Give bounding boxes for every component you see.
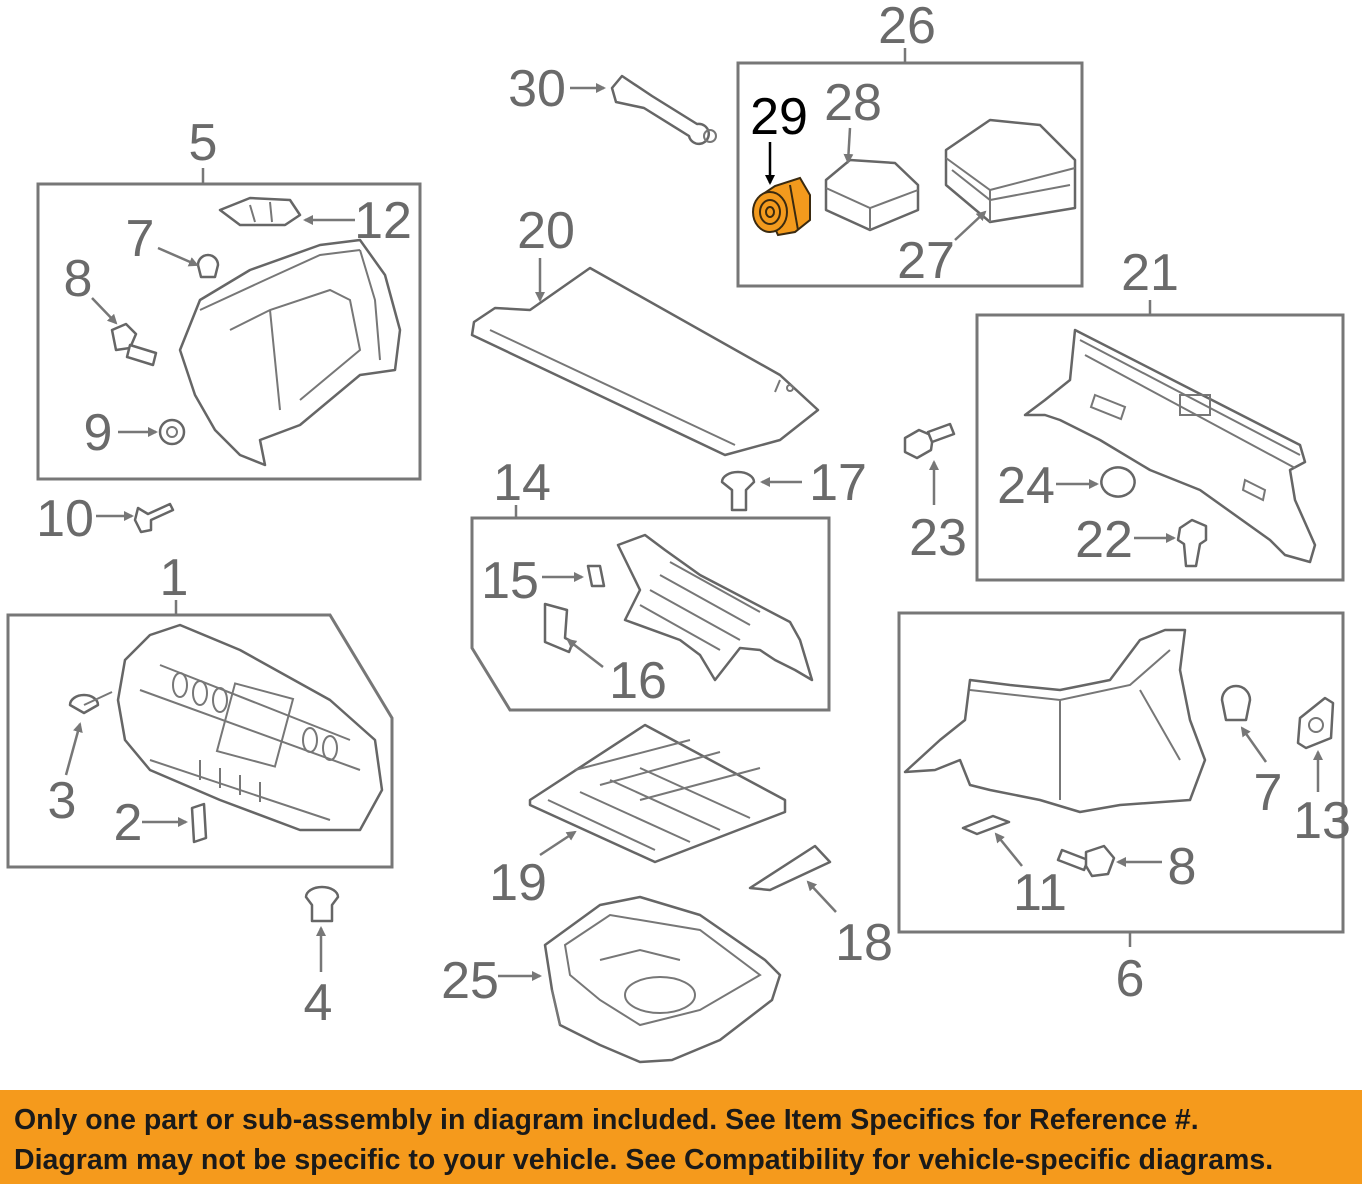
callout-8: 8	[64, 250, 93, 308]
callout-11: 11	[1013, 864, 1067, 922]
group-box-6	[897, 611, 1345, 947]
part-29-highlighted	[752, 176, 811, 237]
callout-9: 9	[84, 404, 113, 462]
part-17	[720, 470, 802, 512]
group-box-5	[36, 168, 422, 481]
part-30	[570, 74, 717, 146]
callout-7: 7	[126, 210, 155, 268]
part-4	[304, 885, 340, 972]
disclaimer-line-1: Only one part or sub-assembly in diagram…	[14, 1104, 1199, 1136]
callout-23: 23	[909, 509, 967, 567]
group-box-26	[736, 48, 1084, 288]
parts-diagram: 5 12 7 8 9 10 1 3 2 4 30 26 29 28 27 20 …	[6, 0, 1351, 1064]
group-box-21	[975, 300, 1345, 582]
disclaimer-banner: Only one part or sub-assembly in diagram…	[0, 1090, 1362, 1184]
part-23	[903, 422, 956, 505]
callout-18: 18	[835, 914, 893, 972]
callout-24: 24	[997, 457, 1055, 515]
callout-28: 28	[824, 74, 882, 132]
part-18	[748, 844, 837, 913]
part-20	[470, 258, 820, 457]
callout-25: 25	[441, 952, 499, 1010]
callout-26: 26	[878, 0, 936, 55]
callout-1: 1	[160, 549, 189, 607]
callout-12: 12	[354, 192, 412, 250]
callout-2: 2	[114, 794, 143, 852]
callout-6: 6	[1116, 950, 1145, 1008]
callout-5: 5	[189, 114, 218, 172]
callout-29: 29	[750, 88, 808, 146]
part-10	[96, 502, 175, 534]
callout-22: 22	[1075, 511, 1133, 569]
part-19	[528, 723, 787, 864]
callout-30: 30	[508, 60, 566, 118]
callout-8b: 8	[1168, 838, 1197, 896]
callout-7b: 7	[1254, 764, 1283, 822]
part-25	[498, 895, 782, 1064]
group-box-14	[470, 505, 831, 712]
callout-20: 20	[517, 202, 575, 260]
callout-3: 3	[48, 772, 77, 830]
group-box-1	[6, 600, 394, 869]
callout-27: 27	[897, 232, 955, 290]
callout-17: 17	[809, 454, 867, 512]
callout-19: 19	[489, 854, 547, 912]
callout-13: 13	[1293, 792, 1351, 850]
callout-16: 16	[609, 652, 667, 710]
disclaimer-line-2: Diagram may not be specific to your vehi…	[14, 1144, 1274, 1176]
callout-15: 15	[481, 552, 539, 610]
callout-14: 14	[493, 454, 551, 512]
callout-21: 21	[1121, 244, 1179, 302]
callout-10: 10	[36, 490, 94, 548]
callout-4: 4	[304, 974, 333, 1032]
